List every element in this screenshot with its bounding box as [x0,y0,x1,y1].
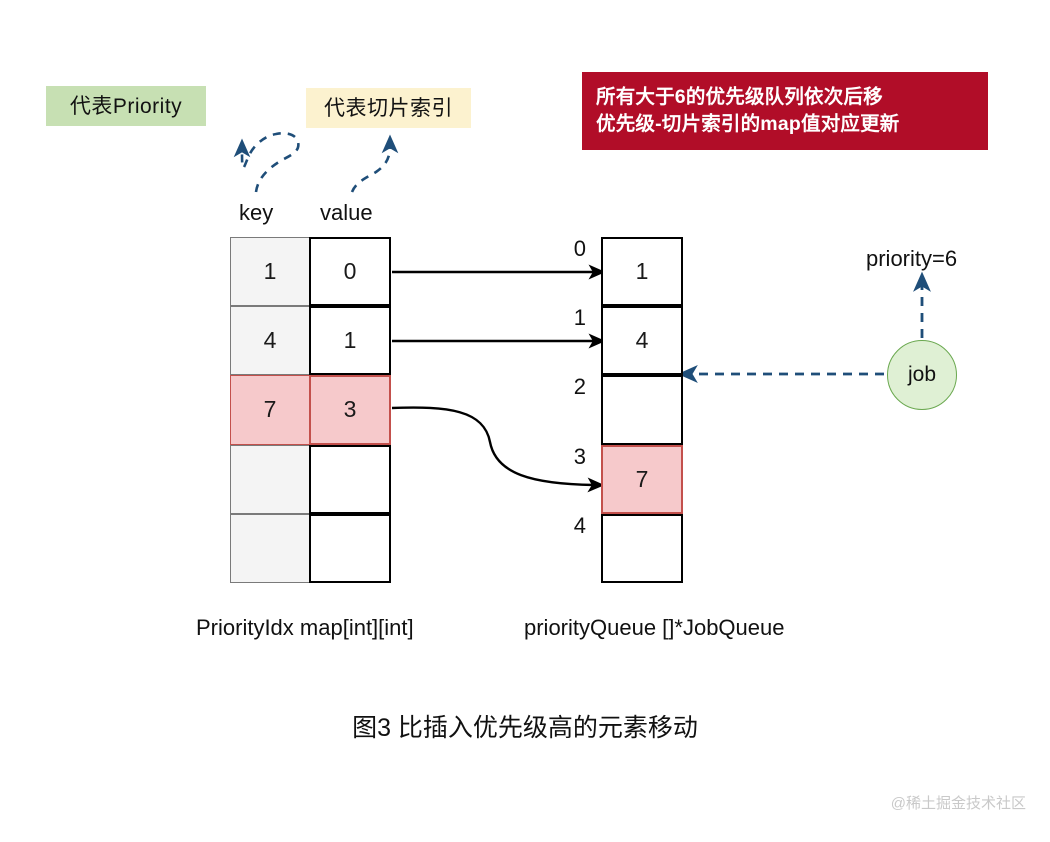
map-value-cell: 1 [309,306,391,376]
queue-cell: 4 [601,306,683,376]
map-caption: PriorityIdx map[int][int] [196,615,414,640]
map-key-cell: 4 [230,306,310,376]
map-value-cell [309,444,391,514]
queue-cell [601,375,683,445]
job-node: job [887,340,957,410]
priority-queue-column: 1 4 7 [601,237,683,583]
map-value-cell: 0 [309,237,391,307]
note-banner: 所有大于6的优先级队列依次后移 优先级-切片索引的map值对应更新 [582,72,988,150]
queue-index-label-0: 0 [573,236,586,261]
value-annotation-arrow [350,134,399,193]
watermark: @稀土掘金技术社区 [890,795,1026,812]
table-row [230,444,392,514]
priority-tag-label: 代表Priority [46,86,206,126]
map-value-cell [309,513,391,583]
note-line-2: 优先级-切片索引的map值对应更新 [596,113,900,135]
map-key-cell [230,513,310,583]
job-priority-label: priority=6 [866,246,958,271]
map-value-cell: 3 [309,375,391,445]
table-row-highlighted: 7 3 [230,375,392,445]
queue-index-label-2: 2 [573,374,586,399]
slice-index-tag-label: 代表切片索引 [306,88,471,128]
table-row: 4 1 [230,306,392,376]
priority-idx-map-table: 1 0 4 1 7 3 [230,237,392,583]
map-value-column-header: value [320,200,373,225]
note-line-1: 所有大于6的优先级队列依次后移 [596,86,883,109]
map-key-column-header: key [239,200,274,225]
queue-cell-highlighted: 7 [601,444,683,514]
table-row: 1 0 [230,237,392,307]
queue-index-label-1: 1 [573,305,586,330]
figure-title: 图3 比插入优先级高的元素移动 [352,714,698,742]
queue-caption: priorityQueue []*JobQueue [524,615,785,640]
key-annotation-arrow [233,131,300,193]
map-key-cell [230,444,310,514]
map-key-cell: 1 [230,237,310,307]
table-row [230,513,392,583]
queue-cell [601,513,683,583]
queue-index-label-3: 3 [573,444,586,469]
queue-index-label-4: 4 [573,513,586,538]
queue-cell: 1 [601,237,683,307]
map-key-cell: 7 [230,375,310,445]
